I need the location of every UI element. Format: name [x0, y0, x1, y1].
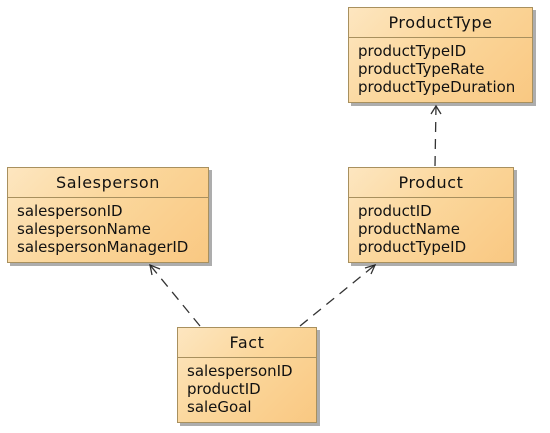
attribute: salespersonID	[17, 202, 123, 220]
attribute-list: salespersonID productID saleGoal	[178, 358, 316, 416]
class-name: Product	[349, 168, 513, 198]
attribute: salespersonManagerID	[17, 238, 189, 256]
dependency-fact-to-salesperson	[149, 263, 201, 327]
attribute: productTypeRate	[358, 60, 485, 78]
dependency-product-to-producttype	[430, 104, 442, 167]
class-box-product[interactable]: Product productID productName productTyp…	[348, 167, 514, 263]
arrowhead-open	[430, 104, 442, 115]
connector-line	[149, 264, 201, 327]
class-box-salesperson[interactable]: Salesperson salespersonID salespersonNam…	[7, 167, 209, 263]
class-name: Fact	[178, 328, 316, 358]
class-name: ProductType	[349, 8, 532, 38]
class-box-producttype[interactable]: ProductType productTypeID productTypeRat…	[348, 7, 533, 103]
arrowhead-open	[149, 263, 161, 276]
connector-line	[434, 105, 437, 167]
attribute: productTypeID	[358, 238, 467, 256]
attribute: salespersonID	[187, 362, 293, 380]
attribute-list: productTypeID productTypeRate productTyp…	[349, 38, 532, 96]
dependency-fact-to-product	[299, 263, 377, 327]
attribute-list: salespersonID salespersonName salesperso…	[8, 198, 208, 256]
attribute: productName	[358, 220, 460, 238]
connector-line	[299, 264, 376, 327]
class-name: Salesperson	[8, 168, 208, 198]
class-box-fact[interactable]: Fact salespersonID productID saleGoal	[177, 327, 317, 423]
attribute: productID	[187, 380, 261, 398]
attribute: saleGoal	[187, 398, 252, 416]
attribute: productID	[358, 202, 432, 220]
arrowhead-open	[364, 263, 377, 275]
attribute: productTypeDuration	[358, 78, 516, 96]
attribute: salespersonName	[17, 220, 151, 238]
attribute: productTypeID	[358, 42, 467, 60]
attribute-list: productID productName productTypeID	[349, 198, 513, 256]
